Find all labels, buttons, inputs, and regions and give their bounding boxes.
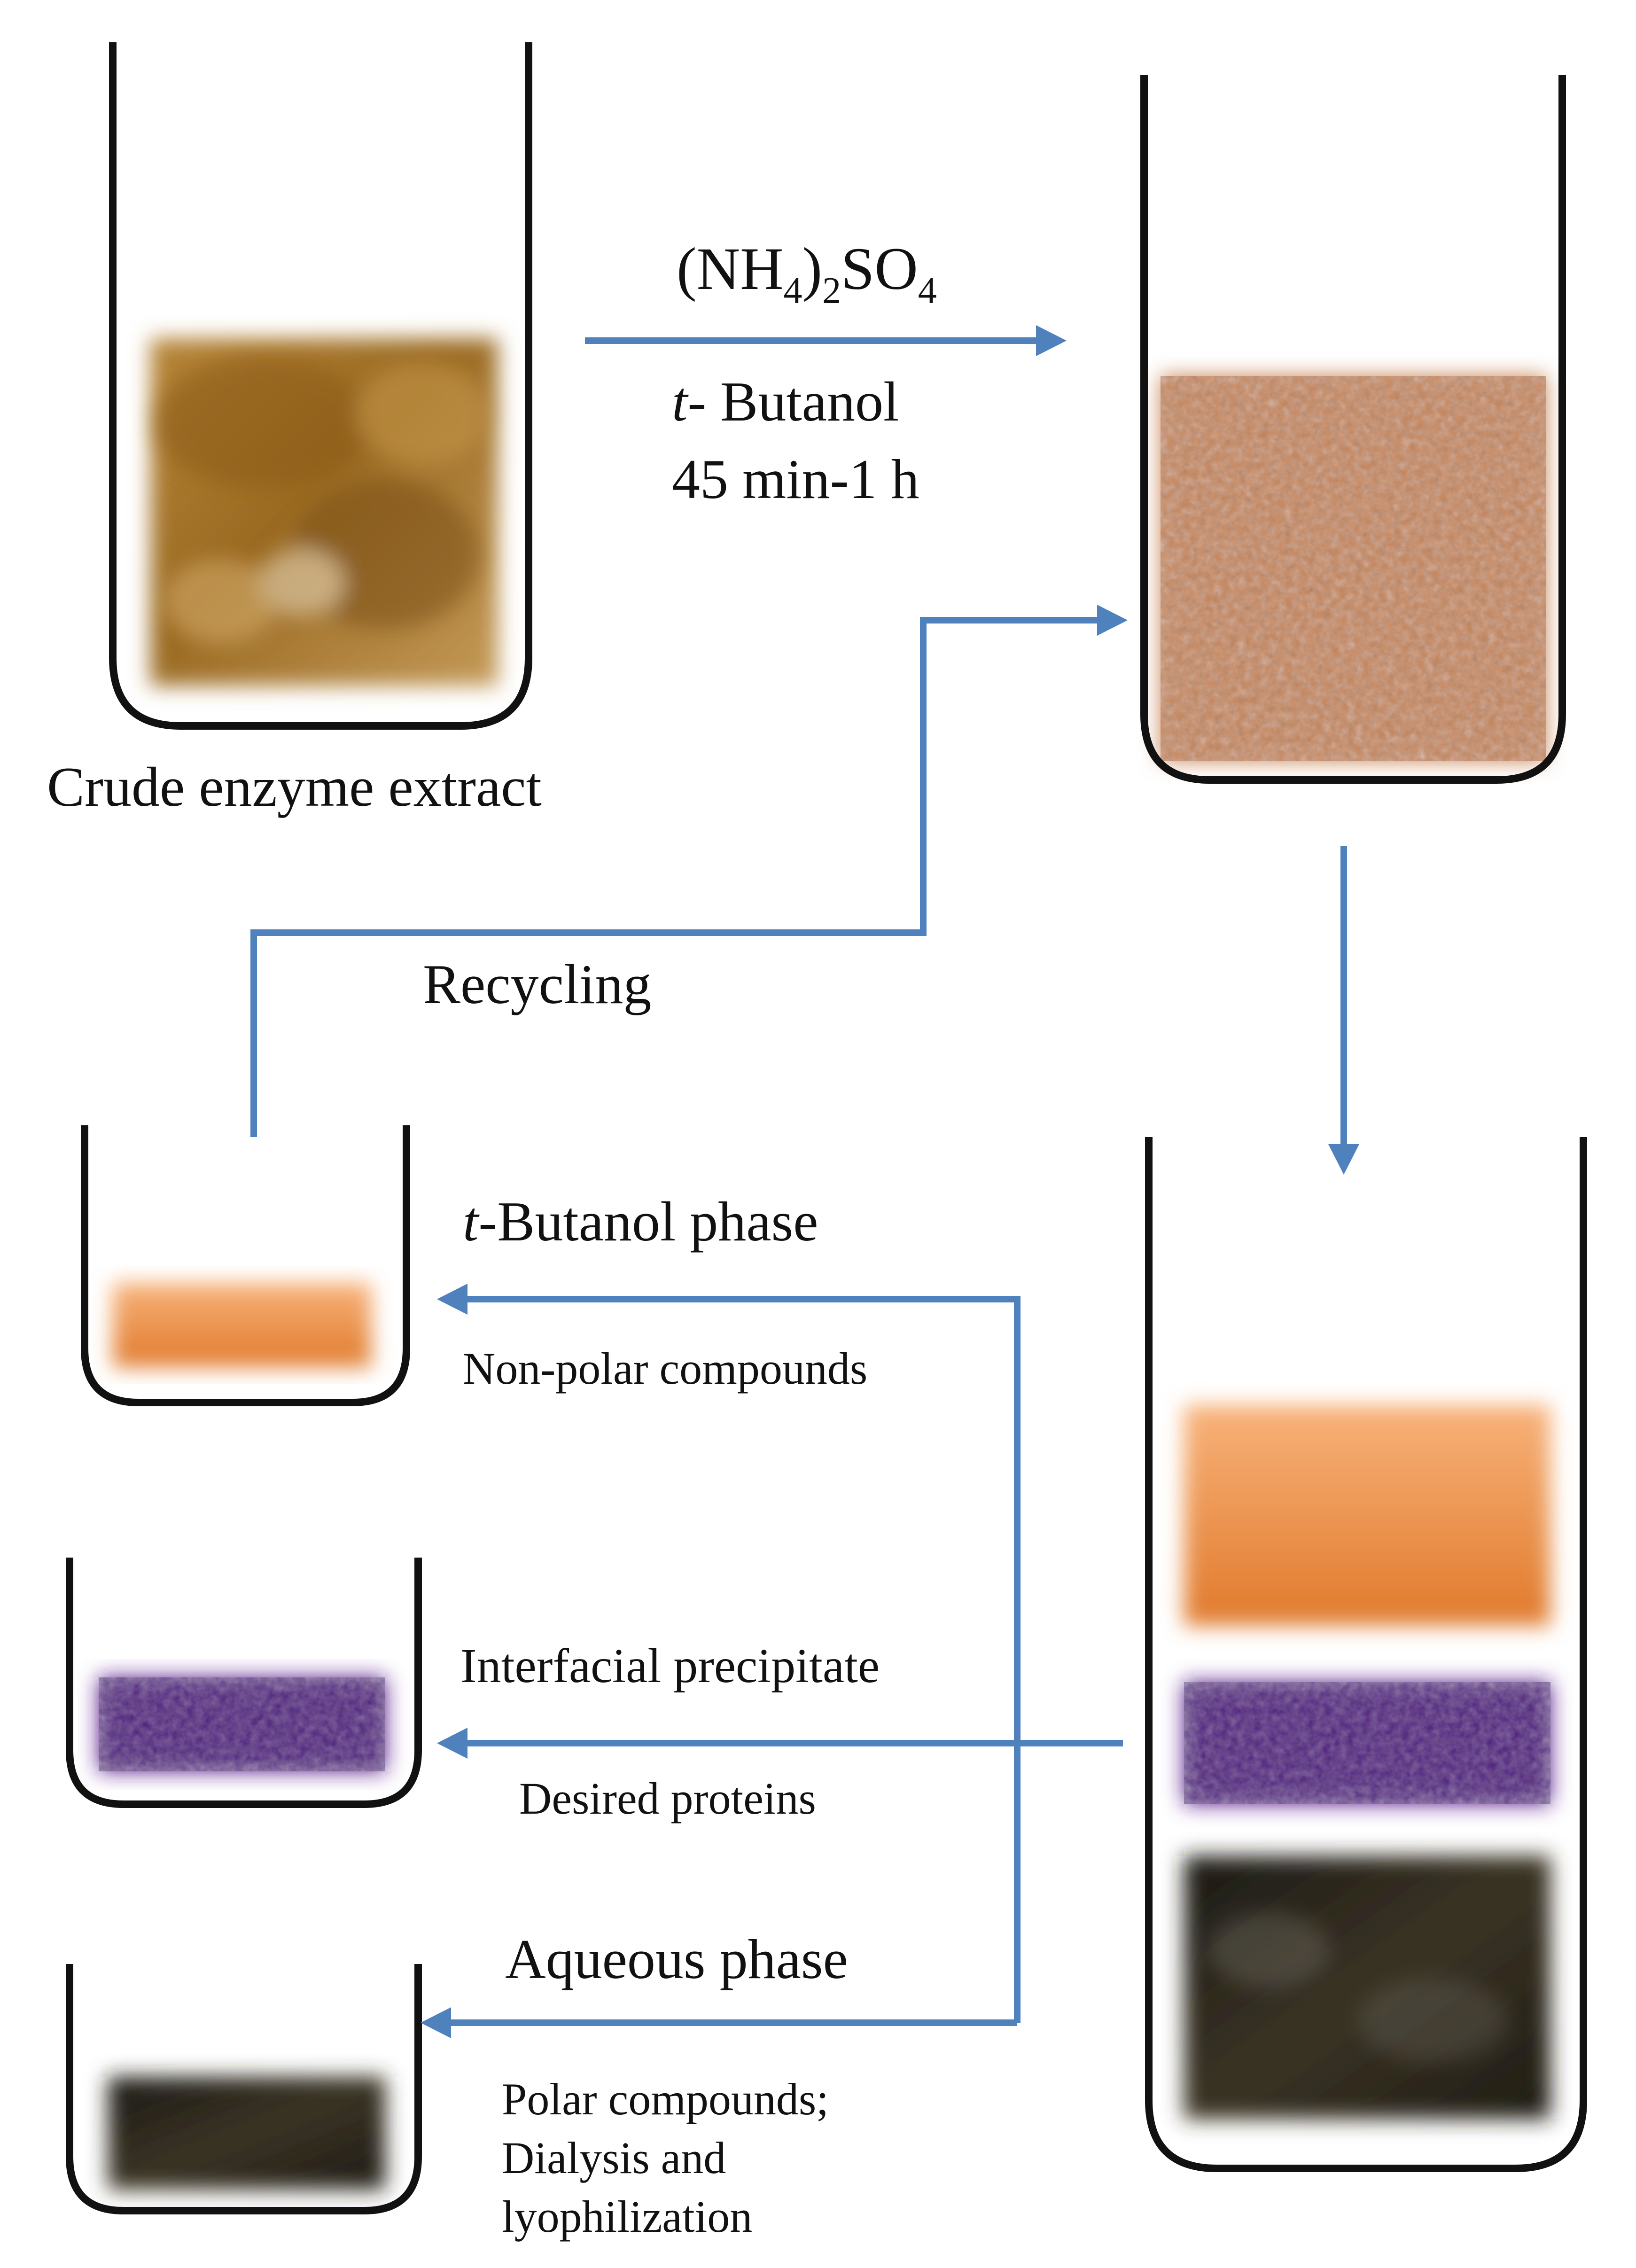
aqueous-phase-tube [66, 1964, 422, 2214]
crude-extract-texture [155, 357, 489, 644]
arrowhead-aqueous-branch [421, 2007, 451, 2038]
butanol-phase-contents [113, 1283, 371, 1367]
aqueous-phase-contents [108, 2077, 385, 2190]
top-butanol-layer [1184, 1405, 1550, 1626]
arrowhead-butanol-branch [437, 1284, 467, 1315]
bottom-aqueous-layer [1184, 1856, 1550, 2119]
butanol-phase-tube [81, 1125, 410, 1406]
interfacial-precipitate-label: Interfacial precipitate [460, 1639, 880, 1693]
nonpolar-compounds-label: Non-polar compounds [463, 1343, 867, 1394]
precipitate-tube-outline [66, 1558, 422, 1808]
recycling-label: Recycling [423, 953, 652, 1015]
precipitate-tube [66, 1558, 422, 1808]
arrowhead-precipitate-branch [437, 1728, 467, 1759]
mixture-tube-outline [1140, 75, 1566, 784]
flow-arrows [250, 325, 1359, 2038]
crude-extract-tube [109, 42, 532, 730]
arrowhead-recycling [1097, 605, 1128, 636]
arrow-recycling [250, 617, 1099, 1137]
aqueous-phase-label: Aqueous phase [505, 1928, 848, 1990]
arrowhead-phase-separation [1328, 1144, 1359, 1175]
butanol-phase-label: t-Butanol phase [463, 1190, 818, 1253]
polar-compounds-label: Polar compounds; [502, 2074, 829, 2124]
lyophilization-label: lyophilization [502, 2191, 752, 2242]
arrowhead-salt-addition [1036, 325, 1067, 356]
aqueous-phase-tube-outline [66, 1964, 422, 2214]
reagent-solvent-label: t- Butanol [672, 370, 899, 433]
three-phase-tube-outline [1145, 1137, 1587, 2172]
reagent-salt-label: (NH4)2SO4 [677, 235, 937, 312]
desired-proteins-label: Desired proteins [519, 1773, 816, 1824]
dialysis-label: Dialysis and [502, 2133, 726, 2183]
arrow-butanol-branch [465, 1296, 1021, 2023]
mixture-tube [1140, 75, 1566, 784]
three-phase-tube [1145, 1137, 1587, 2172]
crude-extract-tube-outline [109, 42, 532, 730]
crude-extract-label: Crude enzyme extract [47, 756, 542, 818]
reaction-time-label: 45 min-1 h [672, 448, 919, 510]
butanol-phase-tube-outline [81, 1125, 410, 1406]
